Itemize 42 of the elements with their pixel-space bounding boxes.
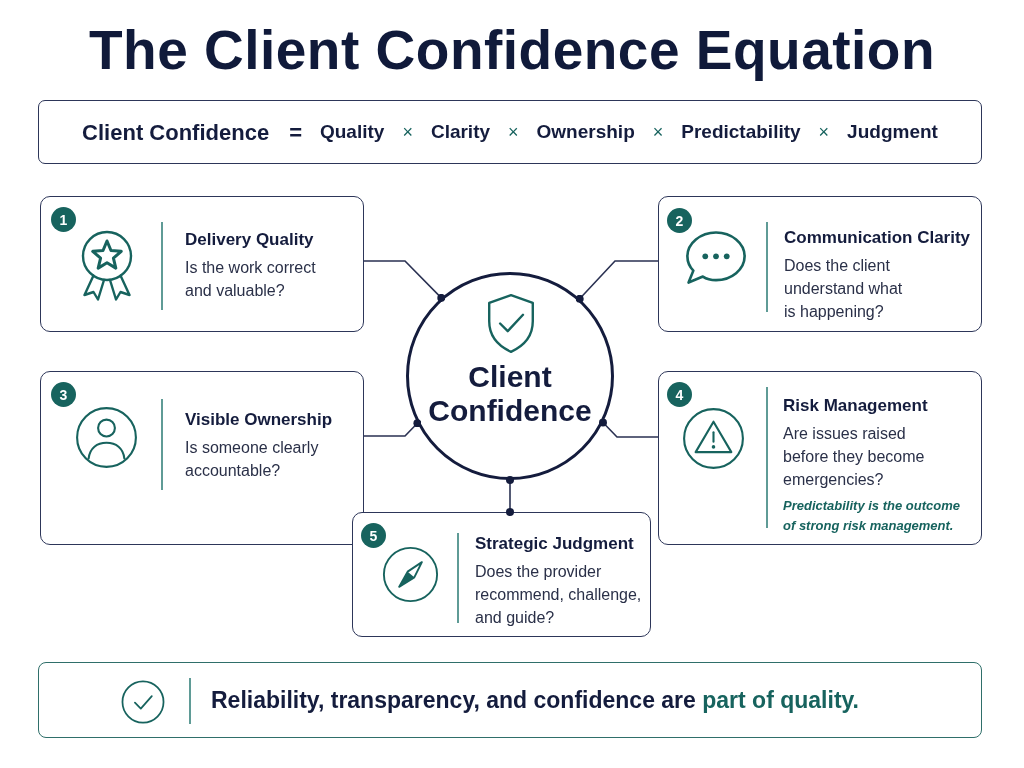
card-question: Is the work correct and valuable? (185, 258, 317, 301)
factor-card (352, 512, 651, 637)
card-title: Communication Clarity (784, 227, 971, 248)
equation-factor: Judgment (847, 119, 938, 144)
number-badge: 5 (361, 523, 386, 548)
factor-card (40, 196, 364, 332)
equals-sign: = (289, 118, 302, 147)
hub-title: Client Confidence (427, 360, 593, 428)
equation-factor: Clarity (430, 119, 491, 144)
card-title: Risk Management (783, 395, 928, 416)
equation-result: Client Confidence (82, 118, 270, 147)
number-badge: 1 (51, 207, 76, 232)
card-title: Visible Ownership (185, 409, 333, 430)
card-question: Does the provider recommend, challenge, and guide? (475, 562, 643, 628)
factor-card (658, 371, 982, 545)
card-question: Is someone clearly accountable? (185, 438, 320, 481)
equation-factor: Predictability (681, 119, 801, 144)
number-badge: 4 (667, 382, 692, 407)
card-question: Does the client understand what is happening? (784, 256, 904, 322)
card-title: Delivery Quality (185, 229, 314, 250)
multiply-sign: × (818, 120, 830, 144)
factor-card (40, 371, 364, 545)
summary-banner (38, 662, 982, 738)
connector-line (506, 476, 514, 516)
equation-factor: Quality (320, 119, 385, 144)
number-badge: 2 (667, 208, 692, 233)
connector-line (599, 418, 659, 438)
multiply-sign: × (508, 120, 519, 144)
multiply-sign: × (402, 120, 413, 144)
equation-factor: Ownership (536, 119, 635, 144)
card-question: Are issues raised before they become emergencies? (783, 424, 926, 490)
multiply-sign: × (652, 120, 664, 144)
connector-line (363, 260, 446, 302)
connector-line (575, 260, 659, 303)
card-title: Strategic Judgment (475, 533, 634, 554)
summary-statement: Reliability, transparency, and confidence are part of quality. (211, 686, 859, 715)
factor-card (658, 196, 982, 332)
diagram-title: The Client Confidence Equation (88, 18, 936, 83)
number-badge: 3 (51, 382, 76, 407)
equation-bar (38, 100, 982, 164)
card-note: Predictability is the outcome of strong risk management. (783, 497, 961, 535)
connector-line (363, 419, 422, 437)
